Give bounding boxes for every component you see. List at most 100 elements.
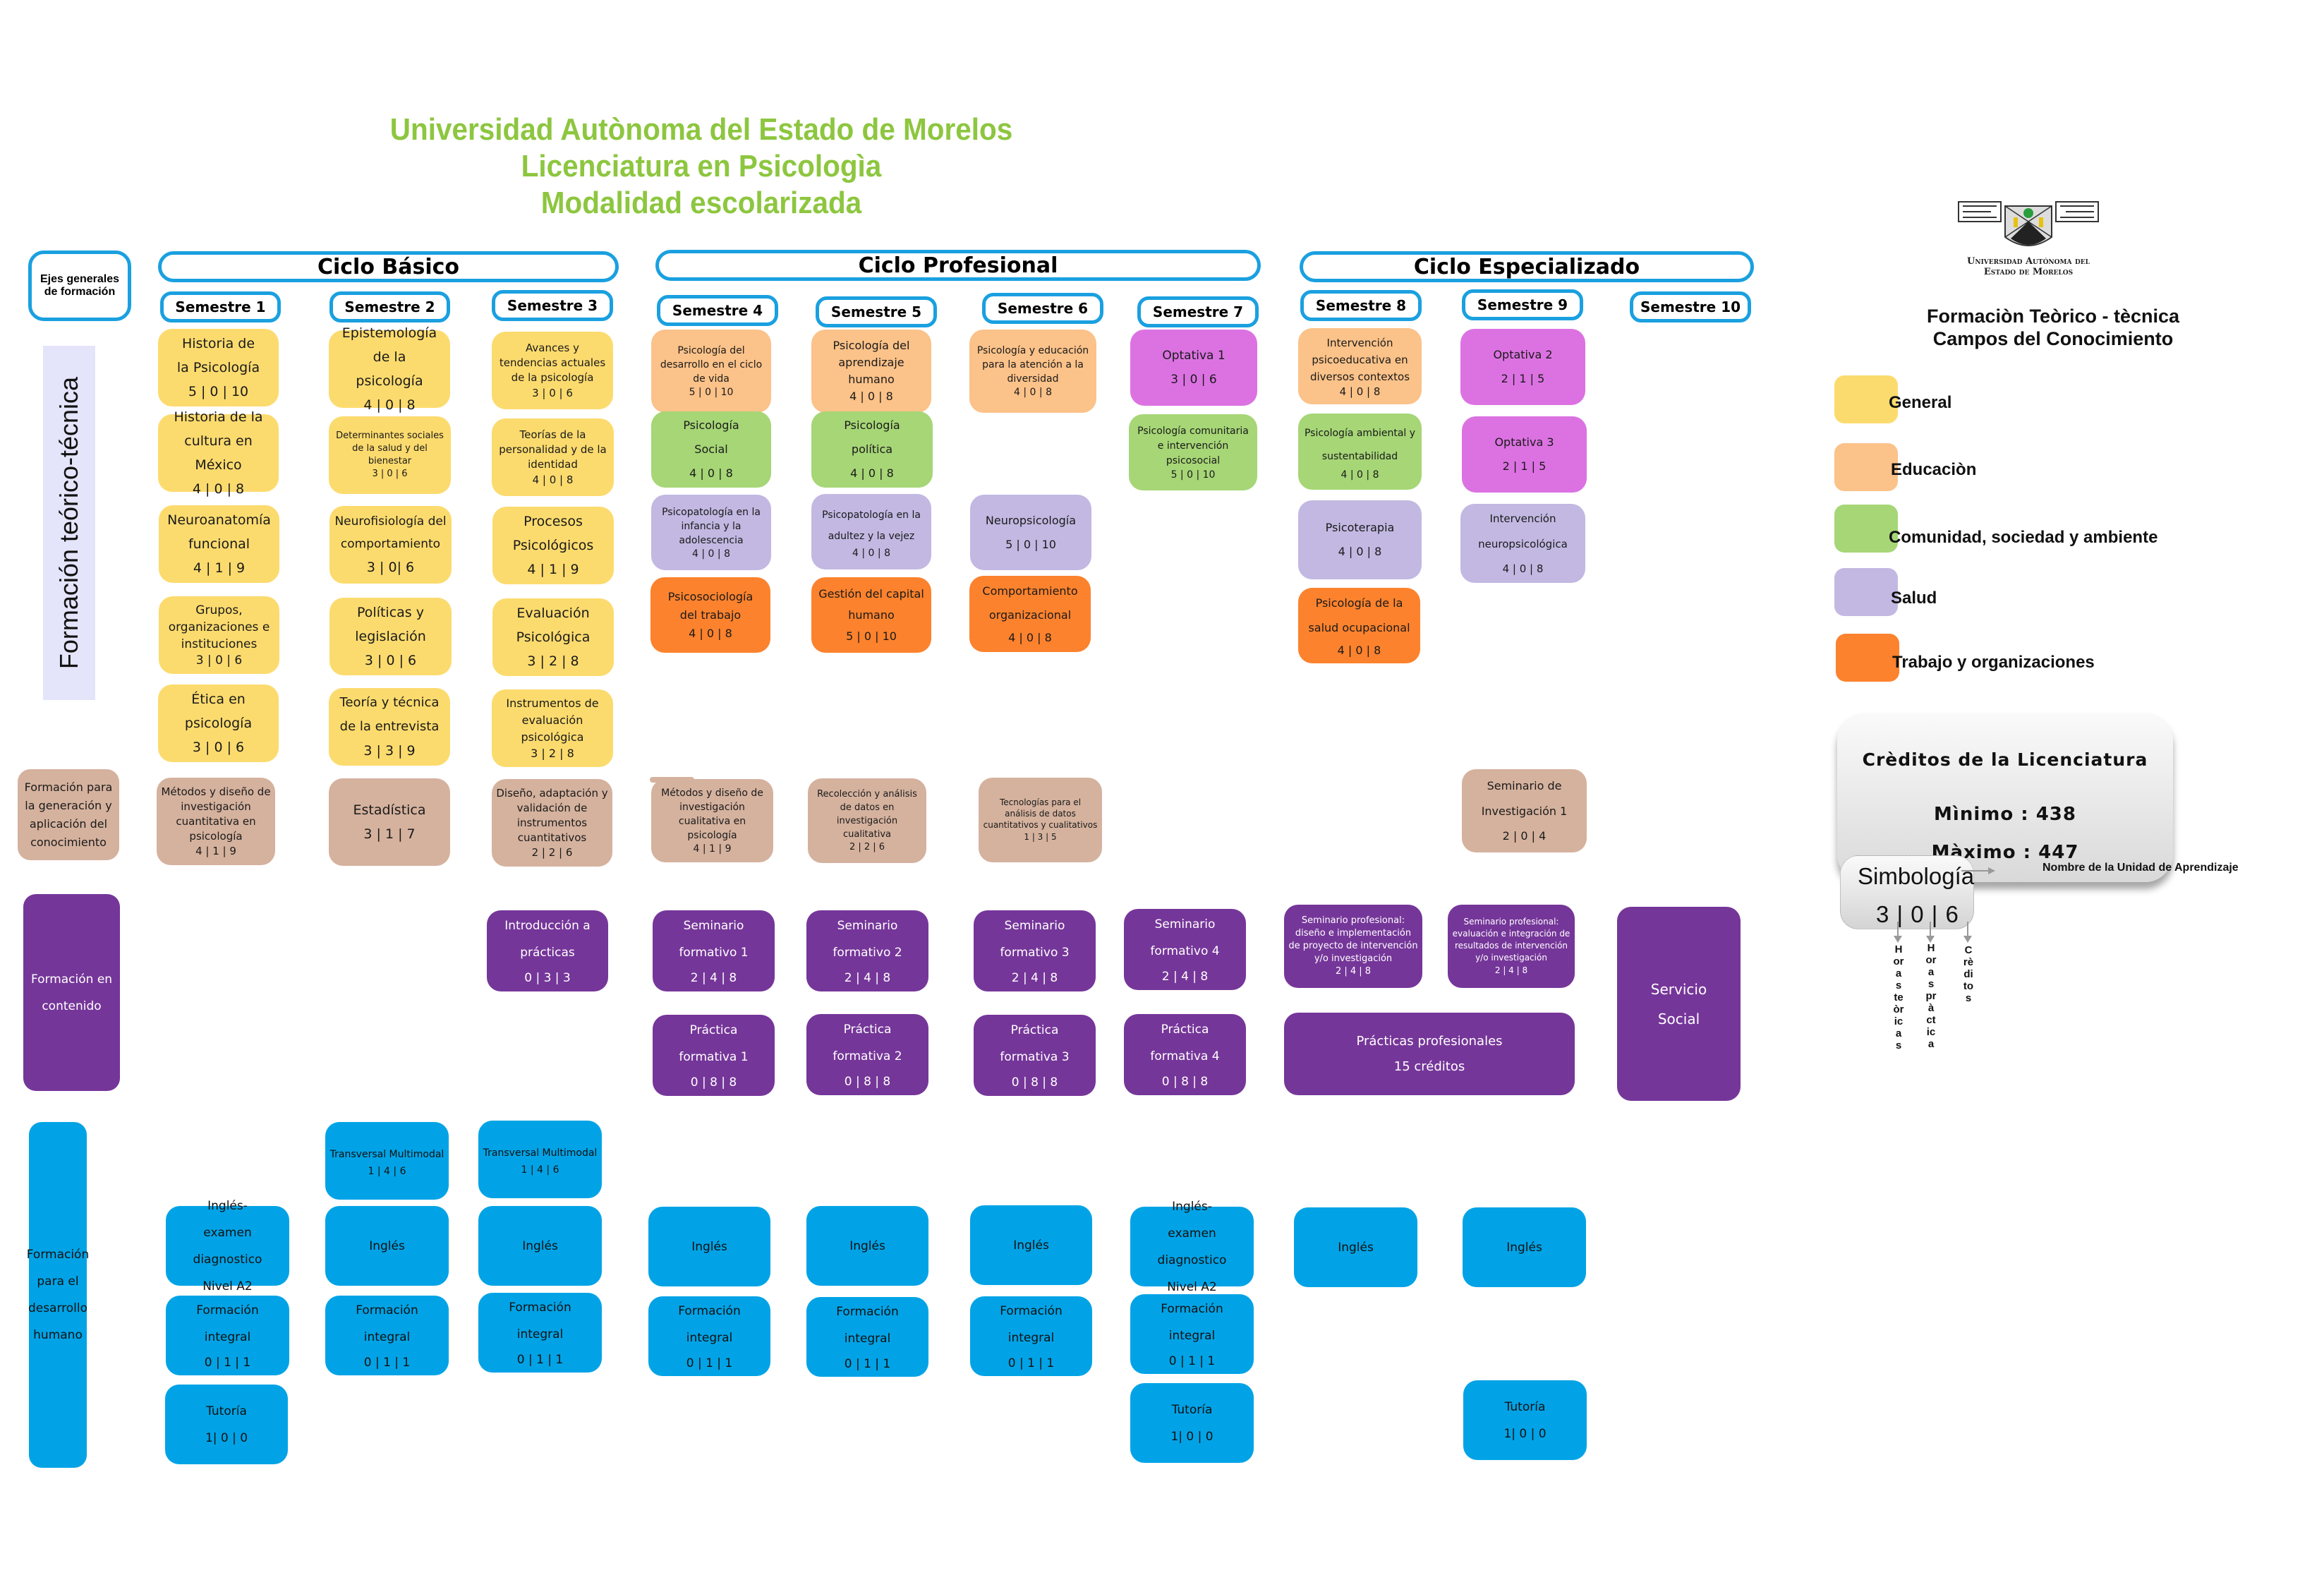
course-card[interactable]: Psicopatología en la infancia y la adole… xyxy=(651,495,771,570)
course-hours: 0 | 8 | 8 xyxy=(1161,1074,1209,1089)
course-name: Práctica formativa 4 xyxy=(1150,1022,1220,1063)
course-card[interactable]: Métodos y diseño de investigación cuanti… xyxy=(157,778,275,865)
course-card[interactable]: Avances y tendencias actuales de la psic… xyxy=(492,332,613,409)
arrow-head xyxy=(1988,867,1995,874)
course-card-ingles[interactable]: Inglés xyxy=(478,1206,602,1286)
legend-title-1: Formaciòn Teòrico - tècnica xyxy=(1926,306,2180,327)
course-card[interactable]: Determinantes sociales de la salud y del… xyxy=(329,416,451,494)
course-card[interactable]: Intervención psicoeducativa en diversos … xyxy=(1298,328,1422,404)
symbology-name-label: Nombre de la Unidad de Aprendizaje xyxy=(2042,862,2239,874)
course-card-practica[interactable]: Práctica formativa 4 0 | 8 | 8 xyxy=(1124,1014,1246,1095)
course-name: Psicología política xyxy=(844,418,900,456)
course-credits: 15 créditos xyxy=(1393,1059,1465,1074)
axes-header-label: Ejes generales de formación xyxy=(40,273,120,298)
course-card[interactable]: Métodos y diseño de investigación cualit… xyxy=(651,779,773,862)
arrow-head xyxy=(1894,936,1902,943)
course-card-seminario-profesional-2[interactable]: Seminario profesional: evaluación e inte… xyxy=(1448,905,1575,988)
course-hours: 4 | 0 | 8 xyxy=(849,390,893,403)
course-card[interactable]: Recolección y análisis de datos en inves… xyxy=(808,778,926,863)
cycle-profesional: Ciclo Profesional xyxy=(655,250,1261,281)
course-card-ingles[interactable]: Inglés xyxy=(1463,1207,1586,1287)
course-card-ingles-diagnostico[interactable]: Inglés- examen diagnostico Nivel A2 xyxy=(1130,1200,1254,1294)
legend-label: Trabajo y organizaciones xyxy=(1892,653,2095,672)
course-card[interactable]: Teorías de la personalidad y de la ident… xyxy=(492,418,614,496)
semester-label: Semestre 8 xyxy=(1315,297,1407,314)
semester-label: Semestre 2 xyxy=(344,298,435,315)
symbology-horas-teoricas: Horas teòricas xyxy=(1893,943,1904,1051)
legend-swatch-salud xyxy=(1834,568,1898,616)
course-name: Seminario de Investigación 1 xyxy=(1481,779,1568,818)
course-hours: 3 | 0| 6 xyxy=(366,560,415,575)
course-card-ingles[interactable]: Inglés xyxy=(648,1207,770,1286)
course-card-ingles[interactable]: Inglés xyxy=(1294,1207,1417,1287)
course-card[interactable]: Psicología comunitaria e intervención ps… xyxy=(1129,414,1257,490)
course-card-ingles[interactable]: Inglés xyxy=(970,1205,1092,1285)
course-card[interactable]: Psicología del desarrollo en el ciclo de… xyxy=(651,330,771,413)
course-card-seminario-profesional-1[interactable]: Seminario profesional: diseño e implemen… xyxy=(1284,905,1422,988)
course-card[interactable]: Tecnologías para el análisis de datos cu… xyxy=(979,778,1102,862)
credits-min: Mìnimo : 438 xyxy=(1934,804,2076,825)
course-hours: 3 | 0 | 6 xyxy=(1170,373,1217,387)
course-name: Intervención neuropsicológica xyxy=(1478,512,1568,550)
course-name: Neuroanatomía funcional xyxy=(167,512,271,552)
course-card-servicio-social[interactable]: Servicio Social xyxy=(1617,907,1741,1101)
course-card-ingles-diagnostico[interactable]: Inglés- examen diagnostico Nivel A2 xyxy=(166,1199,289,1294)
course-card[interactable]: Diseño, adaptación y validación de instr… xyxy=(492,779,612,867)
course-card[interactable]: Psicología y educación para la atención … xyxy=(969,330,1096,413)
course-card-ingles[interactable]: Inglés xyxy=(325,1206,449,1286)
course-name: Psicología de la salud ocupacional xyxy=(1308,596,1410,634)
course-name: Formación integral xyxy=(509,1300,571,1341)
course-card-ingles[interactable]: Inglés xyxy=(806,1206,928,1286)
